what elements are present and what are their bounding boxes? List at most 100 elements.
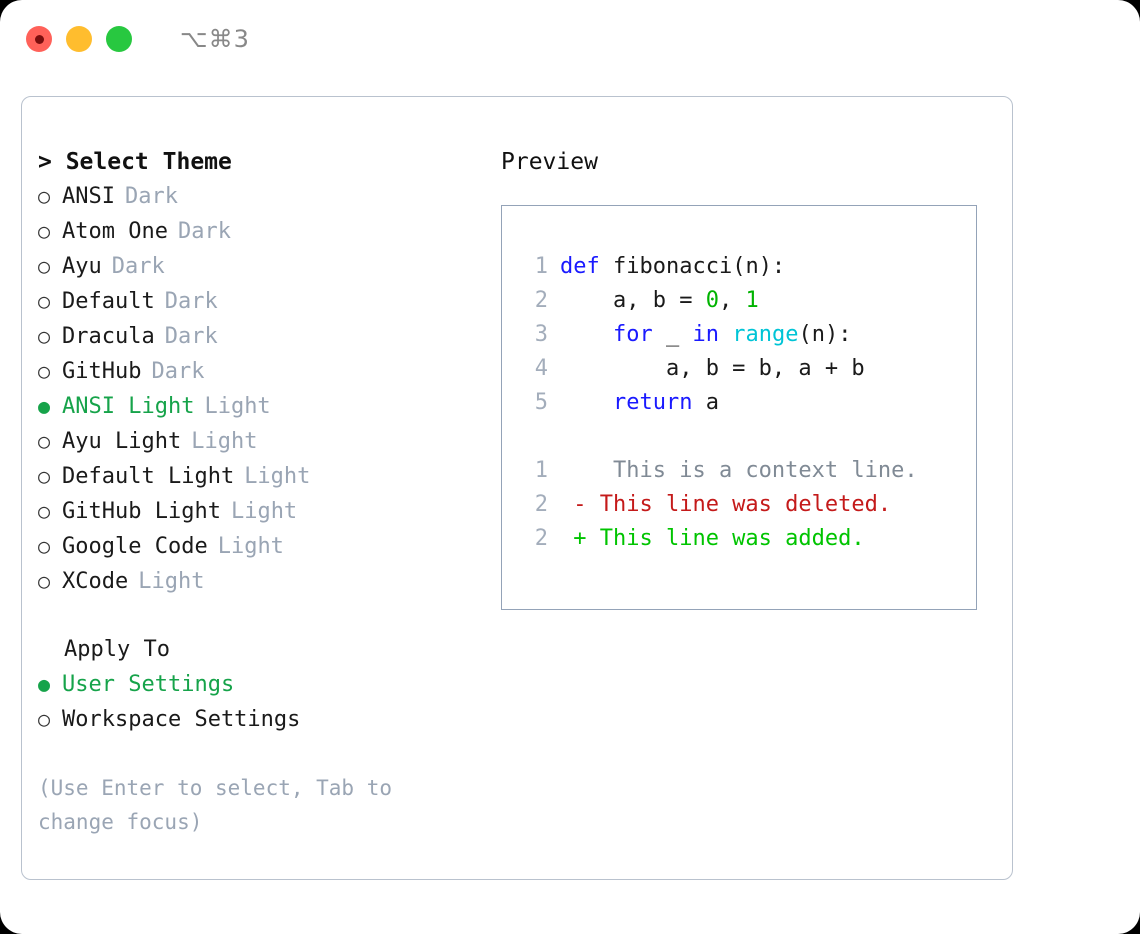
- code-token: range: [732, 322, 799, 347]
- minimize-button-icon[interactable]: [66, 26, 92, 52]
- theme-option-ayu[interactable]: ○ Ayu Dark: [38, 249, 488, 284]
- apply-to-option-label: User Settings: [62, 672, 235, 697]
- radio-unselected-icon[interactable]: ○: [38, 184, 51, 208]
- radio-unselected-icon[interactable]: ○: [38, 534, 51, 558]
- code-line-number: 2: [534, 288, 548, 313]
- maximize-button-icon[interactable]: [106, 26, 132, 52]
- theme-option-name: Ayu: [62, 254, 102, 279]
- code-line-content: return a: [560, 386, 719, 420]
- diff-sample: 1 This is a context line.2 - This line w…: [518, 454, 976, 556]
- code-line: 2 a, b = 0, 1: [518, 284, 976, 318]
- code-token: (n):: [798, 322, 852, 347]
- theme-option-google-code[interactable]: ○ Google Code Light: [38, 529, 488, 564]
- code-token: 1: [745, 288, 759, 313]
- theme-option-name: Ayu Light: [62, 429, 182, 454]
- code-token: [560, 390, 613, 415]
- radio-unselected-icon[interactable]: ○: [38, 359, 51, 383]
- theme-option-name: GitHub: [62, 359, 142, 384]
- diff-line: 1 This is a context line.: [518, 454, 976, 488]
- keyboard-hint-text: (Use Enter to select, Tab to change focu…: [38, 776, 393, 834]
- code-line: 4 a, b = b, a + b: [518, 352, 976, 386]
- radio-selected-icon[interactable]: ●: [38, 394, 51, 418]
- radio-unselected-icon[interactable]: ○: [38, 289, 51, 313]
- radio-unselected-icon[interactable]: ○: [38, 499, 51, 523]
- diff-line-number: 2: [534, 526, 548, 551]
- radio-unselected-icon[interactable]: ○: [38, 219, 51, 243]
- theme-option-name: Default Light: [62, 464, 235, 489]
- theme-option-name: ANSI Light: [62, 394, 195, 419]
- theme-option-category: Light: [244, 464, 311, 489]
- radio-unselected-icon[interactable]: ○: [38, 707, 51, 731]
- theme-option-name: Default: [62, 289, 155, 314]
- code-line-content: def fibonacci(n):: [560, 250, 785, 284]
- diff-line-content: This is a context line.: [560, 458, 918, 483]
- radio-unselected-icon[interactable]: ○: [38, 254, 51, 278]
- theme-option-default-light[interactable]: ○ Default Light Light: [38, 459, 488, 494]
- apply-to-section: Apply To ● User Settings ○ Workspace Settin…: [38, 633, 488, 737]
- code-token: for: [612, 322, 653, 347]
- theme-option-category: Dark: [124, 184, 178, 209]
- close-button-icon[interactable]: [26, 26, 52, 52]
- theme-option-category: Light: [204, 394, 271, 419]
- code-token: a, b =: [560, 288, 706, 313]
- theme-option-name: ANSI: [62, 184, 115, 209]
- code-line-number: 4: [534, 356, 548, 381]
- code-token: [560, 322, 613, 347]
- theme-option-github-light[interactable]: ○ GitHub Light Light: [38, 494, 488, 529]
- diff-line-content: - This line was deleted.: [560, 492, 892, 517]
- code-token: ,: [718, 288, 746, 313]
- theme-option-name: Google Code: [62, 534, 208, 559]
- theme-option-github[interactable]: ○ GitHub Dark: [38, 354, 488, 389]
- code-token: a, b = b, a + b: [560, 356, 865, 381]
- code-line: 3 for _ in range(n):: [518, 318, 976, 352]
- apply-to-option-workspace-settings[interactable]: ○ Workspace Settings: [38, 702, 488, 737]
- apply-to-list[interactable]: ● User Settings ○ Workspace Settings: [38, 667, 488, 737]
- code-line-number: 5: [534, 390, 548, 415]
- theme-option-category: Light: [230, 499, 298, 524]
- keyboard-shortcut-label: ⌥⌘3: [180, 25, 250, 53]
- theme-option-category: Light: [217, 534, 284, 559]
- theme-option-category: Dark: [177, 219, 231, 244]
- radio-unselected-icon[interactable]: ○: [38, 464, 51, 488]
- code-token: _: [652, 322, 693, 347]
- diff-line: 2 + This line was added.: [518, 522, 976, 556]
- code-line-content: a, b = 0, 1: [560, 284, 759, 318]
- theme-option-name: GitHub Light: [62, 499, 221, 524]
- code-token: [719, 322, 732, 347]
- apply-to-option-label: Workspace Settings: [62, 707, 301, 732]
- title-bar: ⌥⌘3: [0, 0, 1140, 78]
- theme-option-category: Dark: [151, 359, 205, 384]
- radio-selected-icon[interactable]: ●: [38, 672, 51, 696]
- code-token: return: [612, 390, 693, 415]
- code-diff-spacer: [518, 420, 976, 454]
- diff-line-content: + This line was added.: [560, 526, 865, 551]
- theme-option-ansi[interactable]: ○ ANSI Dark: [38, 179, 488, 214]
- code-token: 0: [705, 288, 719, 313]
- radio-unselected-icon[interactable]: ○: [38, 429, 51, 453]
- theme-picker-header: > Select Theme: [38, 149, 232, 175]
- theme-option-ansi-light[interactable]: ● ANSI Light Light: [38, 389, 488, 424]
- code-line-content: for _ in range(n):: [560, 318, 851, 352]
- apply-to-title: Apply To: [64, 637, 170, 662]
- theme-option-category: Dark: [111, 254, 165, 279]
- code-line-number: 3: [534, 322, 548, 347]
- radio-unselected-icon[interactable]: ○: [38, 324, 51, 348]
- diff-line-number: 2: [534, 492, 548, 517]
- diff-line: 2 - This line was deleted.: [518, 488, 976, 522]
- radio-unselected-icon[interactable]: ○: [38, 569, 51, 593]
- theme-option-category: Light: [138, 569, 205, 594]
- code-token: in: [692, 322, 719, 347]
- apply-to-option-user-settings[interactable]: ● User Settings: [38, 667, 488, 702]
